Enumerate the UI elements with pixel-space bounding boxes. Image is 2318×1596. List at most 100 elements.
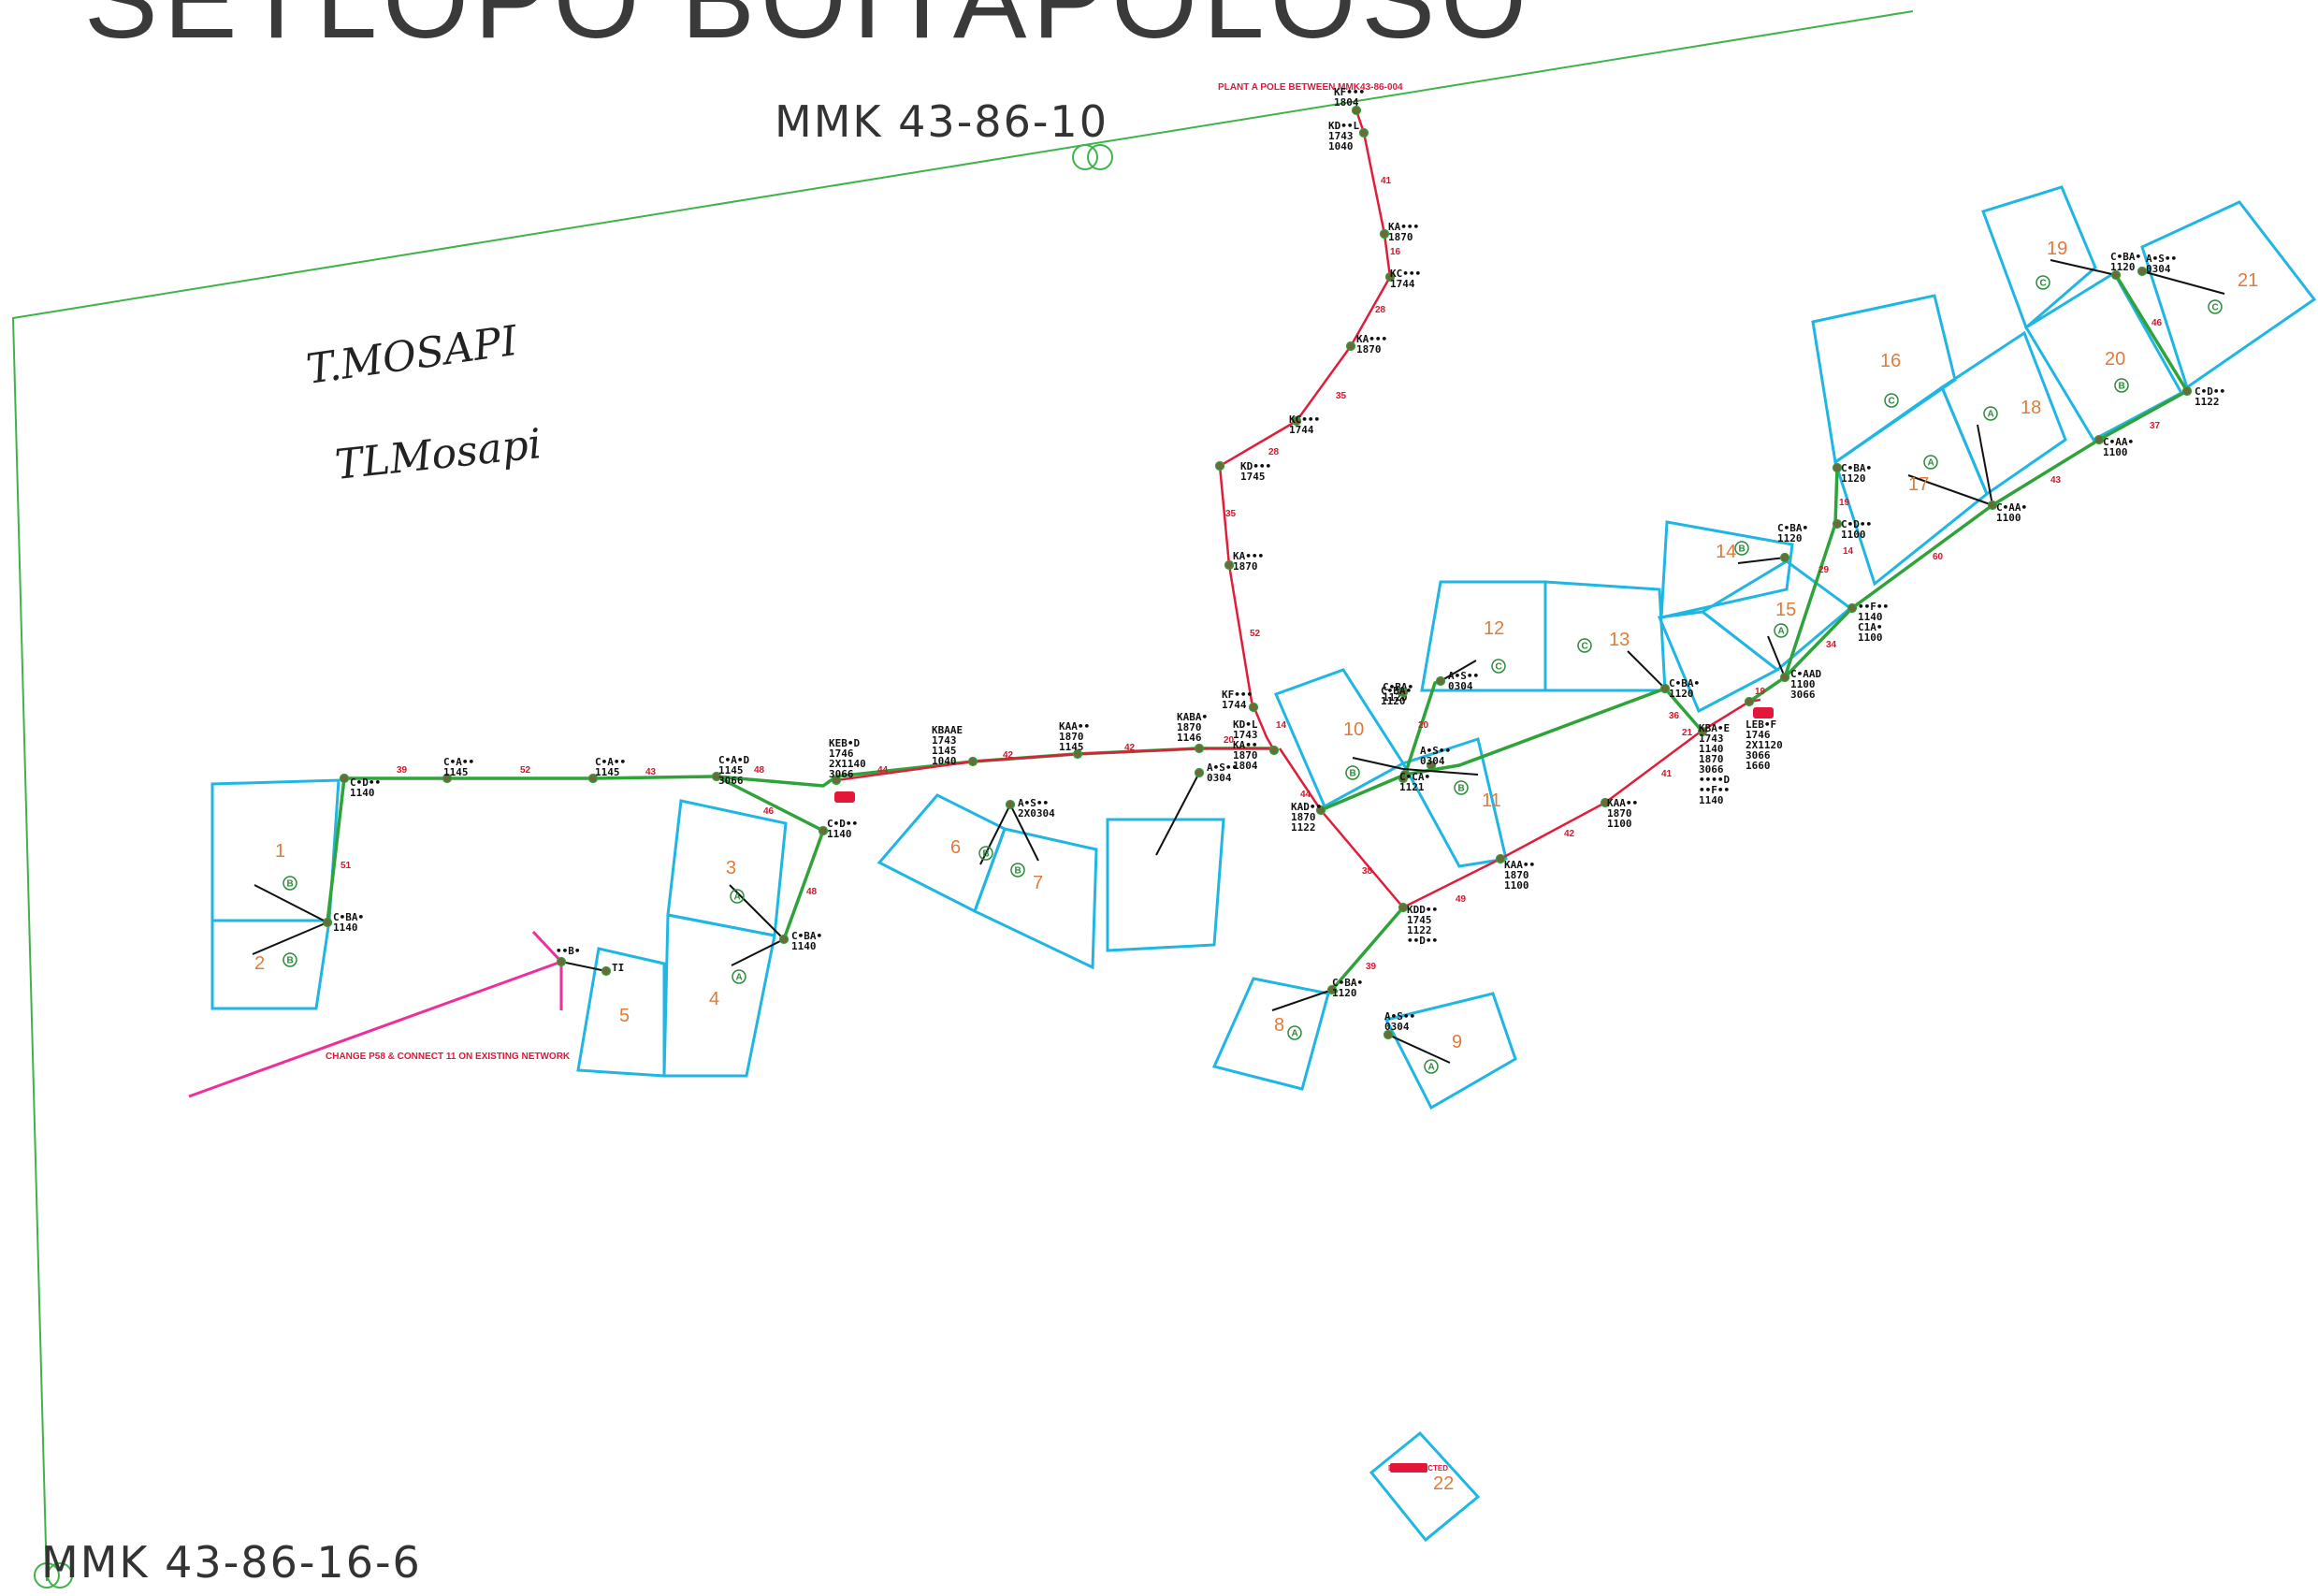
stand-type-icon <box>1983 406 1998 421</box>
span-length-label: 34 <box>1826 640 1837 650</box>
plot-number: 15 <box>1775 600 1796 620</box>
pole-icon <box>2137 266 2148 277</box>
span-length-label: 35 <box>1336 391 1347 401</box>
pole-label: KC•••1744 <box>1390 268 1421 290</box>
tag-icon <box>1753 707 1774 718</box>
stand-type-icon <box>283 952 297 967</box>
stand-type-icon <box>1010 863 1025 878</box>
span-length-label: 29 <box>1818 565 1830 575</box>
span-length-label: 44 <box>1300 790 1311 800</box>
stand-type-letter: A <box>1292 1029 1298 1039</box>
pole-icon <box>1268 745 1280 756</box>
stand-type-icon <box>732 969 746 984</box>
pole-icon <box>1214 460 1225 472</box>
span-length-label: 14 <box>1276 720 1287 731</box>
pole-label: ••B• <box>556 945 581 957</box>
pointer-arrow-icon <box>188 930 563 1098</box>
stand-type-icon <box>978 846 993 861</box>
stand-type-letter: B <box>1350 769 1356 779</box>
pole-label: A•S••0304 <box>1384 1010 1415 1033</box>
plot-number: 11 <box>1482 791 1501 811</box>
parcel-16 <box>1811 294 1957 465</box>
pole-icon <box>831 775 842 786</box>
tag-icon <box>834 791 855 803</box>
pole-icon <box>1832 518 1843 530</box>
parcel-layer <box>210 185 2317 1543</box>
parcel-11 <box>1400 737 1508 868</box>
pole-icon <box>1697 726 1708 737</box>
pole-icon <box>1398 773 1409 784</box>
pole-icon <box>2093 434 2105 445</box>
pole-label: TI <box>612 962 624 974</box>
plot-number: 5 <box>619 1006 630 1026</box>
stand-type-icon <box>1454 780 1469 795</box>
parcel-7 <box>973 827 1098 970</box>
span-length-label: 21 <box>1682 728 1693 738</box>
pole-icon <box>1194 743 1205 754</box>
span-length-label: 42 <box>1564 829 1575 839</box>
plot-number: 13 <box>1609 630 1630 650</box>
stand-type-letter: A <box>736 973 743 983</box>
stand-type-letter: B <box>983 849 990 860</box>
span-length-label: 19 <box>1755 687 1766 697</box>
red-tag-icons <box>834 707 1774 1473</box>
pole-icon <box>1779 552 1790 563</box>
parcel-2 <box>210 919 331 1010</box>
plot-number: 18 <box>2021 398 2041 418</box>
stand-type-icon <box>2035 275 2050 290</box>
pole-label: A•S••0304 <box>1207 762 1238 784</box>
plot-number: 9 <box>1452 1032 1462 1052</box>
span-length-label: 28 <box>1375 305 1386 315</box>
survey-beacon-top <box>1072 144 1098 170</box>
pole-label: KC•••1744 <box>1289 414 1320 436</box>
span-length-label: 48 <box>754 765 765 776</box>
pole-icon <box>1345 341 1356 352</box>
pole-label: A•S••0304 <box>1448 670 1479 692</box>
stand-type-letter: C <box>1496 662 1502 673</box>
pole-icon <box>778 934 790 945</box>
tag-icon <box>1390 1463 1427 1473</box>
span-length-label: 20 <box>1224 735 1235 746</box>
pole-icon <box>1383 1029 1394 1040</box>
parcel-21 <box>2140 200 2317 390</box>
stand-type-letter: A <box>1778 627 1785 637</box>
pole-icon <box>1072 748 1083 760</box>
plot-number: 1 <box>275 841 285 862</box>
pole-icon <box>601 965 612 977</box>
span-length-label: 44 <box>877 765 889 776</box>
span-length-label: 20 <box>1418 720 1429 731</box>
pole-icon <box>1379 228 1390 239</box>
span-length-label: 19 <box>1839 498 1850 508</box>
pole-label: C•A••1145 <box>443 756 474 778</box>
plot-number: 7 <box>1033 873 1043 893</box>
plot-number: 12 <box>1484 618 1504 639</box>
span-length-label: 28 <box>1268 447 1280 457</box>
span-length-label: 42 <box>1124 743 1136 753</box>
stand-type-letter: C <box>2040 279 2047 289</box>
stand-type-letter: A <box>1428 1063 1435 1073</box>
parcel-15b <box>1657 610 1780 714</box>
pole-label: C•CA•1121 <box>1399 771 1430 793</box>
stand-type-icon <box>730 889 745 904</box>
pole-icon <box>1351 105 1362 116</box>
stand-type-icon <box>1424 1059 1439 1074</box>
pole-icon <box>1326 984 1338 995</box>
pole-icon <box>339 773 350 784</box>
plot-number: 19 <box>2047 239 2067 259</box>
stand-type-icon <box>1491 659 1506 674</box>
pole-label: C•BA•1120 <box>1669 677 1700 700</box>
span-length-label: 51 <box>340 861 352 871</box>
pole-icon <box>967 756 978 767</box>
pole-icon <box>322 917 333 928</box>
stand-type-icon <box>1923 455 1938 470</box>
pole-label: C•A••1145 <box>595 756 626 778</box>
span-length-label: 43 <box>2050 475 2062 486</box>
